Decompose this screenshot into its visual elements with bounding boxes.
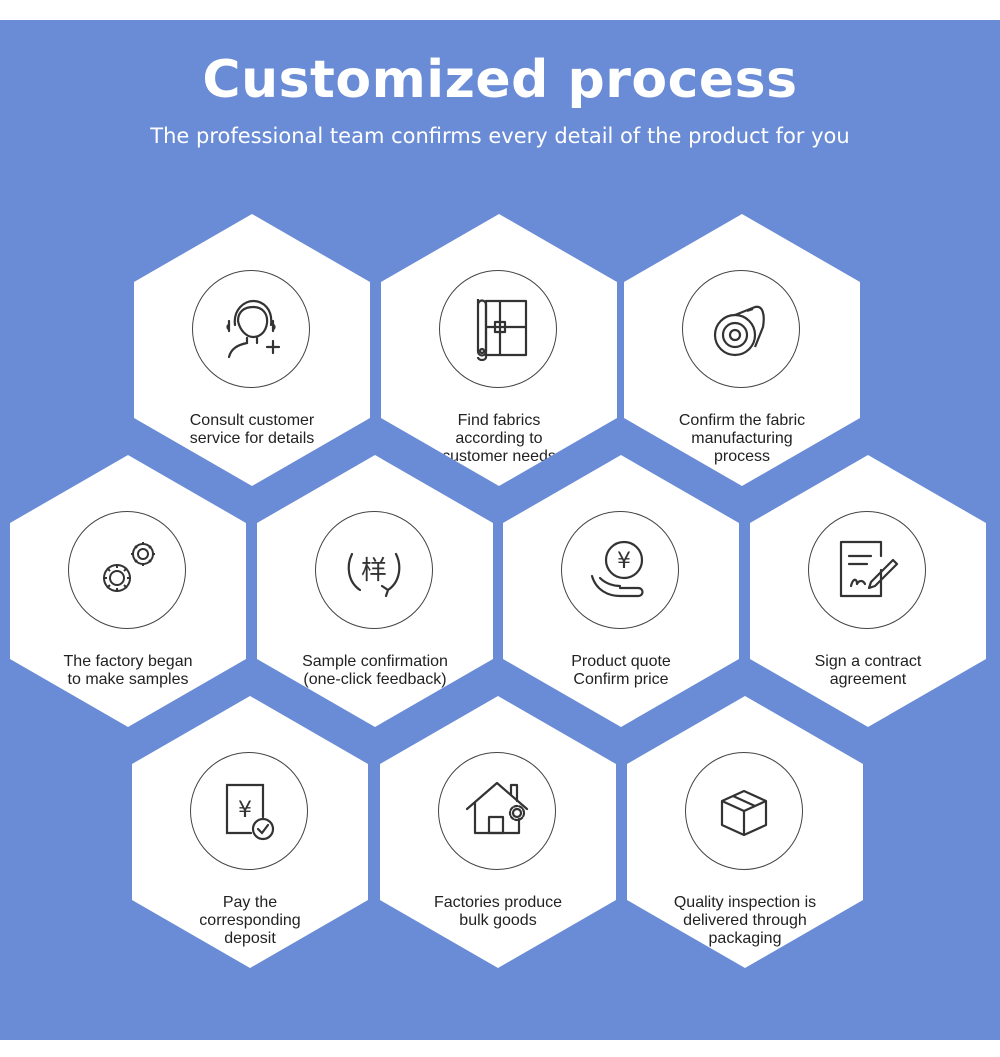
customer-service-icon xyxy=(226,299,281,359)
icon-circle xyxy=(68,511,186,629)
svg-text:¥: ¥ xyxy=(617,549,631,574)
step-label: Pay the corresponding deposit xyxy=(199,894,301,947)
page-title: Customized process xyxy=(202,50,798,110)
icon-circle xyxy=(808,511,926,629)
page-subtitle: The professional team confirms every det… xyxy=(150,124,850,148)
contract-icon xyxy=(839,540,899,598)
icon-circle: ¥ xyxy=(561,511,679,629)
icon-circle xyxy=(682,270,800,388)
package-box-icon xyxy=(720,789,768,837)
step-label: Sample confirmation (one-click feedback) xyxy=(302,653,448,688)
icon-circle xyxy=(439,270,557,388)
icon-circle xyxy=(685,752,803,870)
step-label: The factory began to make samples xyxy=(63,653,193,688)
step-label: Quality inspection is delivered through … xyxy=(673,894,817,947)
step-label: Consult customer service for details xyxy=(189,412,315,447)
icon-circle: 样 xyxy=(315,511,433,629)
price-hand-icon: ¥ xyxy=(590,540,644,598)
svg-text:样: 样 xyxy=(361,556,387,586)
factory-house-icon xyxy=(465,781,529,835)
sample-icon: 样 xyxy=(347,552,401,598)
svg-text:¥: ¥ xyxy=(238,798,252,823)
step-card-consult: Consult customer service for details xyxy=(134,214,370,486)
step-label: Sign a contract agreement xyxy=(814,653,922,688)
icon-circle: ¥ xyxy=(190,752,308,870)
step-label: Factories produce bulk goods xyxy=(433,894,563,929)
deposit-icon: ¥ xyxy=(225,783,275,841)
fabric-roll-icon xyxy=(476,299,528,362)
step-label: Confirm the fabric manufacturing process xyxy=(678,412,806,465)
step-label: Product quote Confirm price xyxy=(571,653,671,688)
icon-circle xyxy=(438,752,556,870)
step-label: Find fabrics according to customer needs xyxy=(442,412,556,465)
fabric-bolt-icon xyxy=(713,305,765,357)
icon-circle xyxy=(192,270,310,388)
gears-icon xyxy=(103,542,155,592)
